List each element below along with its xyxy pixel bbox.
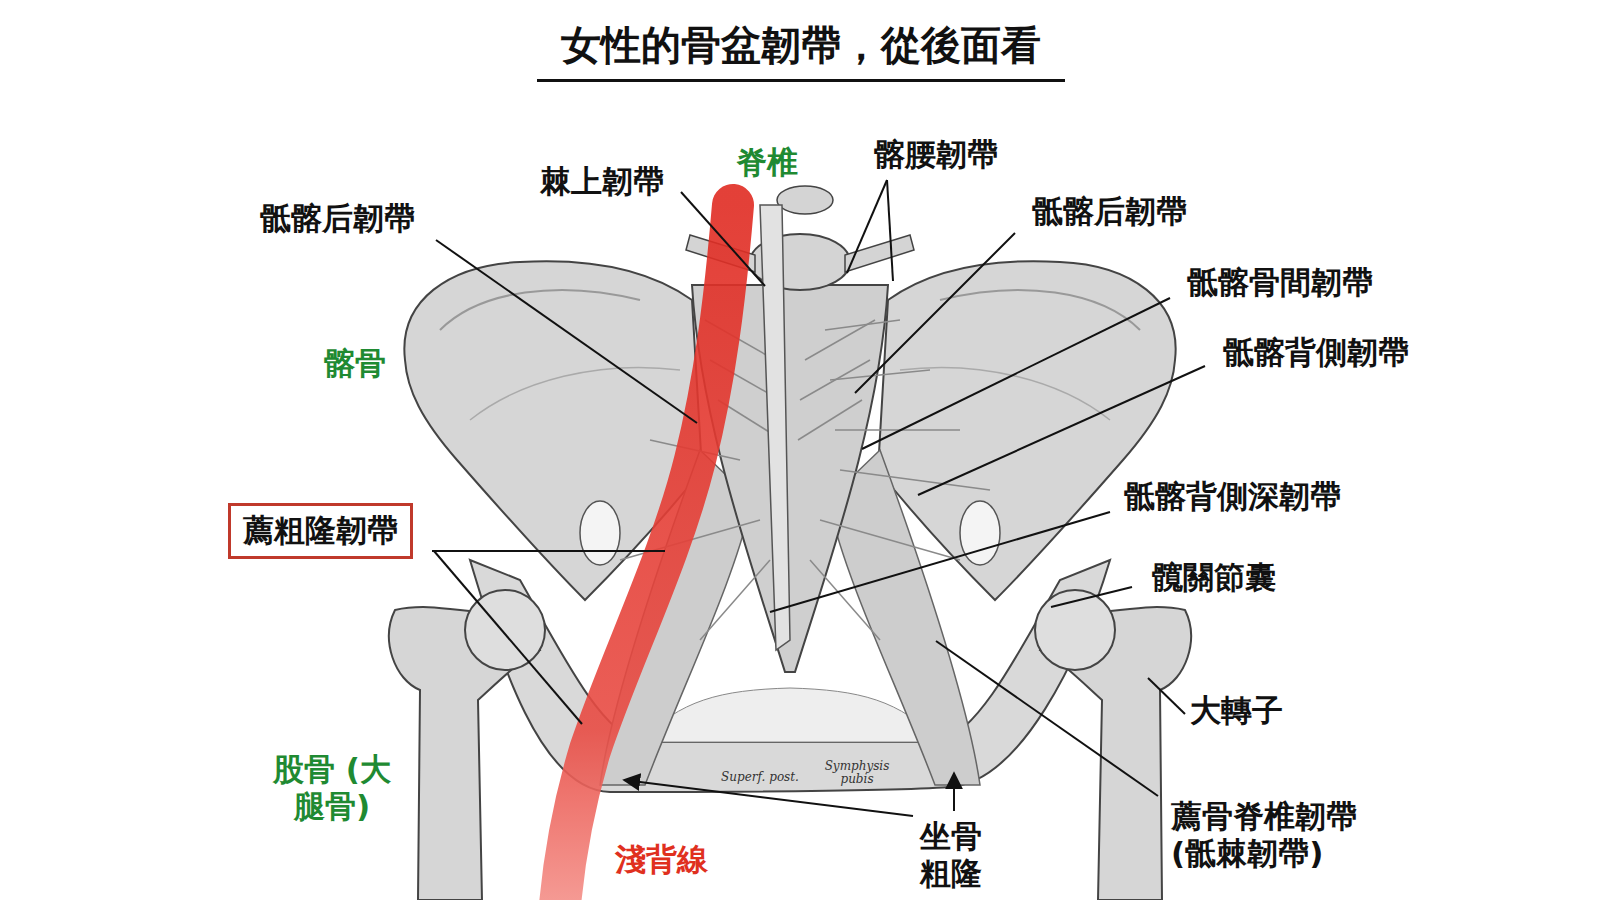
part-label: 棘上韌帶 [537, 163, 667, 200]
part-label: 脊椎 [733, 144, 801, 181]
part-label: 骶髂后韌帶 [1029, 193, 1190, 230]
left-femur [389, 590, 545, 900]
box-label: 薦粗隆韌帶 [243, 512, 398, 549]
pelvic-outlet [640, 688, 940, 742]
part-label: 髂骨 [321, 345, 389, 382]
diagram-title: 女性的骨盆韌帶，從後面看 [537, 18, 1065, 82]
highlight-box: 薦粗隆韌帶 [228, 503, 413, 559]
part-label: 薦骨脊椎韌帶 (骶棘韌帶) [1168, 798, 1372, 872]
part-label: 髖關節囊 [1149, 559, 1279, 596]
part-label: 坐骨 粗隆 [912, 818, 989, 892]
ligament-fan [828, 450, 980, 785]
leader-lines [432, 180, 1205, 816]
part-label: 大轉子 [1187, 692, 1286, 729]
part-label: 骶髂骨間韌帶 [1184, 264, 1376, 301]
superficial-back-line [560, 205, 733, 900]
part-label: 骶髂背側韌帶 [1220, 334, 1412, 371]
part-label: 髂腰韌帶 [871, 136, 1001, 173]
part-label: Symphysis pubis [821, 760, 893, 786]
part-label: 股骨 (大腿骨) [258, 751, 407, 825]
part-label: 淺背線 [612, 841, 711, 878]
part-label: Superf. post. [718, 771, 802, 784]
part-label: 骶髂后韌帶 [257, 200, 418, 237]
part-label: 骶髂背側深韌帶 [1121, 478, 1344, 515]
